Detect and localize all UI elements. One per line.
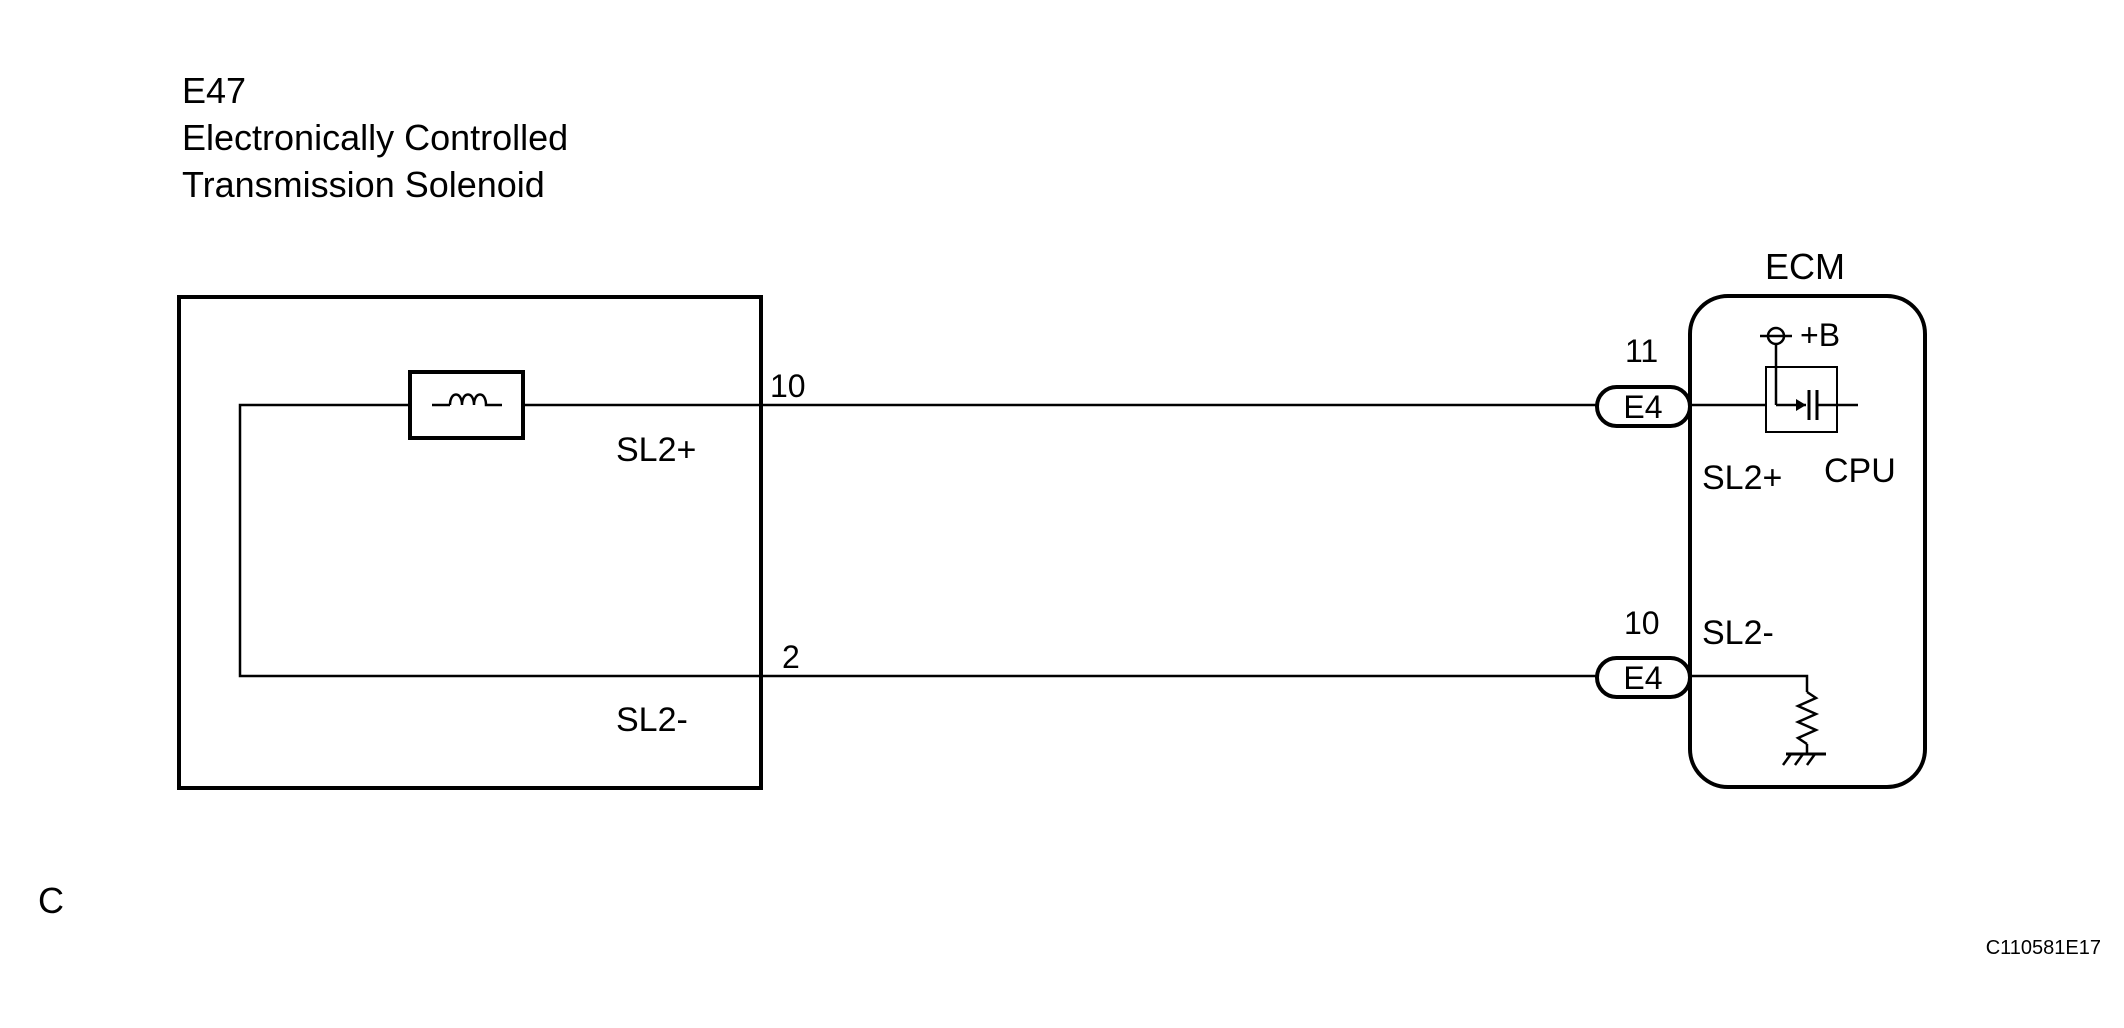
transistor-icon: [1690, 344, 1858, 433]
component-name-line1: Electronically Controlled: [182, 117, 568, 158]
solenoid-box: [177, 295, 763, 790]
component-name-line2: Transmission Solenoid: [182, 164, 545, 205]
figure-id: C110581E17: [1986, 937, 2101, 959]
supply-label: +B: [1800, 317, 1840, 353]
ecm-pin-bottom: 10: [1624, 605, 1660, 641]
solenoid-return-wire: [238, 403, 761, 678]
ecm-terminal-sl2plus: SL2+: [1702, 459, 1782, 497]
ecm-terminal-sl2minus: SL2-: [1702, 614, 1774, 652]
connector-e4-top-label: E4: [1623, 389, 1662, 425]
ecm-pin-top: 11: [1625, 333, 1658, 369]
connector-e4-bottom-label: E4: [1623, 660, 1662, 696]
ecm-box: [1688, 294, 1927, 789]
corner-letter: C: [38, 880, 64, 921]
resistor-ground-icon: [1690, 674, 1826, 766]
coil-icon: [408, 370, 525, 440]
connector-e4-top: E4: [1595, 385, 1692, 428]
supply-terminal-icon: [1760, 326, 1792, 346]
solenoid-pin-top: 10: [770, 368, 806, 404]
solenoid-terminal-sl2plus: SL2+: [616, 431, 696, 469]
solenoid-pin-bottom: 2: [782, 639, 800, 675]
connector-e4-bottom: E4: [1595, 656, 1692, 699]
component-code: E47: [182, 70, 246, 111]
component-title: E47 Electronically Controlled Transmissi…: [182, 70, 568, 205]
cpu-label: CPU: [1824, 452, 1896, 490]
harness-wires: [761, 403, 1600, 678]
ecm-title: ECM: [1765, 246, 1845, 287]
solenoid-internal-wiring: [238, 403, 761, 678]
solenoid-terminal-sl2minus: SL2-: [616, 701, 688, 739]
